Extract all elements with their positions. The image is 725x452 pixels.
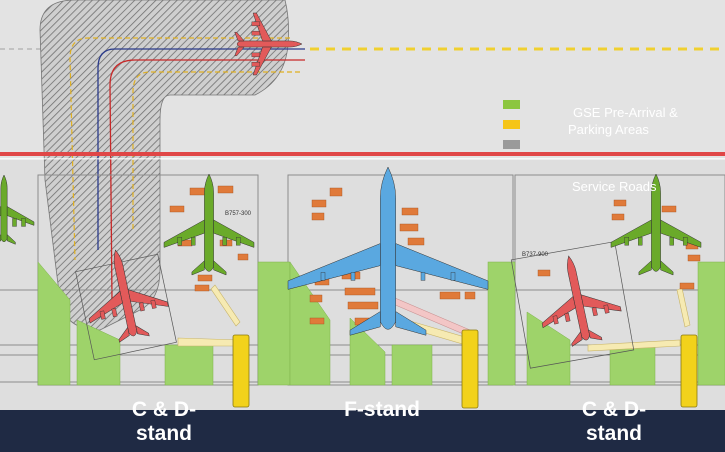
green-aircraft-stand-cd-left-wing [213, 219, 255, 248]
red-aircraft-stand-cd-right-engine [564, 312, 571, 322]
hatched-taxi-envelope [39, 0, 289, 331]
legend-swatch-yellow [503, 120, 520, 129]
blue-a380-stand-f-engine [450, 272, 456, 281]
green-aircraft-left-partial-wing [0, 206, 2, 217]
green-aircraft-stand-cd-right-wing [660, 219, 702, 248]
red-aircraft-stand-cd-right [541, 255, 622, 347]
taxiing-aircraft-top-engine [251, 61, 261, 67]
green-gse-areas [37, 261, 725, 386]
green-aircraft-stand-cd-left-engine [177, 237, 182, 246]
green-aircraft-left-partial-wing [0, 233, 2, 242]
red-aircraft-stand-cd-left-wing [135, 325, 150, 337]
bottom-label-bar [0, 410, 725, 452]
taxiing-aircraft-top-wing [252, 46, 272, 76]
green-aircraft-left-partial-wing [6, 233, 16, 245]
blue-a380-stand-f-fuselage [380, 166, 396, 330]
stand-label-cd-right: C & D- stand [581, 398, 647, 445]
stand-label-f: F-stand [344, 398, 420, 421]
blue-a380-stand-f-engine [320, 272, 326, 281]
aircraft-type-label-b737: B737-900 [522, 252, 549, 258]
blue-a380-stand-f [287, 166, 489, 336]
taxiing-aircraft-top-engine [251, 30, 261, 36]
green-aircraft-stand-cd-left-engine [222, 237, 227, 246]
green-aircraft-stand-cd-left-engine [191, 237, 196, 246]
red-aircraft-stand-cd-left-fuselage [113, 249, 138, 337]
green-aircraft-left-partial-wing [6, 206, 35, 226]
red-aircraft-stand-cd-right-fuselage [567, 255, 590, 341]
green-aircraft-stand-cd-left-engine [236, 237, 241, 246]
green-aircraft-stand-cd-left-wing [191, 260, 205, 276]
red-aircraft-stand-cd-left-engine [150, 299, 157, 309]
red-aircraft-stand-cd-right-engine [591, 307, 598, 317]
red-aircraft-stand-cd-left-wing [118, 326, 130, 343]
taxiing-aircraft-top-engine [251, 21, 261, 27]
blue-a380-stand-f-wing [349, 311, 381, 336]
green-aircraft-stand-cd-left [163, 173, 255, 276]
green-aircraft-stand-cd-right [610, 173, 702, 276]
blue-a380-stand-f-wing [395, 243, 489, 290]
red-aircraft-stand-cd-right-engine [603, 304, 610, 314]
green-aircraft-stand-cd-right-engine [638, 237, 643, 246]
taxiing-aircraft-top-wing [234, 46, 245, 57]
green-aircraft-stand-cd-right-wing [610, 219, 652, 248]
taxiing-aircraft-top-engine [251, 52, 261, 58]
green-aircraft-stand-cd-right-fuselage [651, 173, 661, 272]
green-aircraft-left-partial-fuselage [0, 174, 8, 243]
taxi-route-yellow-inner [132, 71, 300, 230]
red-aircraft-stand-cd-left [88, 249, 169, 343]
taxi-route-blue [97, 48, 305, 250]
green-aircraft-stand-cd-right-wing [638, 260, 652, 276]
blue-a380-stand-f-wing [395, 311, 427, 336]
red-aircraft-stand-cd-left-wing [88, 290, 123, 324]
red-aircraft-stand-cd-right-wing [588, 329, 603, 341]
legend-swatch-grey [503, 140, 520, 149]
legend-label-gse-line2: Parking Areas [568, 122, 649, 137]
green-aircraft-stand-cd-left-wing [163, 219, 205, 248]
legend: GSE Pre-Arrival & Parking Areas Service … [503, 98, 725, 200]
stand-label-cd-left: C & D- stand [131, 398, 197, 445]
taxiing-aircraft-top-wing [252, 12, 272, 42]
boarding-bridges [177, 284, 698, 409]
red-aircraft-stand-cd-right-wing [571, 331, 583, 347]
taxiing-aircraft-top [234, 12, 303, 76]
aircraft-type-label-b757: B757-300 [225, 211, 252, 217]
red-aircraft-stand-cd-right-wing [541, 295, 576, 329]
green-aircraft-stand-cd-right-engine [624, 237, 629, 246]
green-aircraft-left-partial-engine [21, 218, 26, 227]
green-aircraft-stand-cd-right-wing [660, 260, 674, 276]
green-aircraft-stand-cd-right-engine [669, 237, 674, 246]
taxiing-aircraft-top-fuselage [236, 40, 303, 48]
taxi-route-yellow [69, 37, 290, 261]
taxi-route-red [109, 59, 305, 301]
taxiing-aircraft-top-wing [234, 31, 245, 42]
service-road-line [0, 158, 725, 160]
red-aircraft-stand-cd-right-engine [552, 315, 559, 325]
green-aircraft-stand-cd-right-engine [683, 237, 688, 246]
blue-a380-stand-f-wing [287, 243, 381, 290]
blue-a380-stand-f-engine [420, 272, 426, 281]
legend-label-service-roads: Service Roads [572, 179, 657, 194]
red-aircraft-stand-cd-left-engine [99, 310, 106, 320]
green-aircraft-left-partial [0, 174, 35, 245]
red-aircraft-stand-cd-right-wing [580, 294, 622, 312]
red-aircraft-stand-cd-left-wing [127, 289, 169, 307]
green-aircraft-stand-cd-left-wing [213, 260, 227, 276]
red-aircraft-stand-cd-left-engine [138, 302, 145, 312]
green-aircraft-stand-cd-left-fuselage [204, 173, 214, 272]
green-aircraft-left-partial-engine [12, 218, 17, 227]
red-aircraft-stand-cd-left-engine [111, 308, 118, 318]
red-boundary-line [0, 152, 725, 156]
legend-label-gse-line1: GSE Pre-Arrival & [573, 105, 678, 120]
legend-swatch-green [503, 100, 520, 109]
blue-a380-stand-f-engine [350, 272, 356, 281]
